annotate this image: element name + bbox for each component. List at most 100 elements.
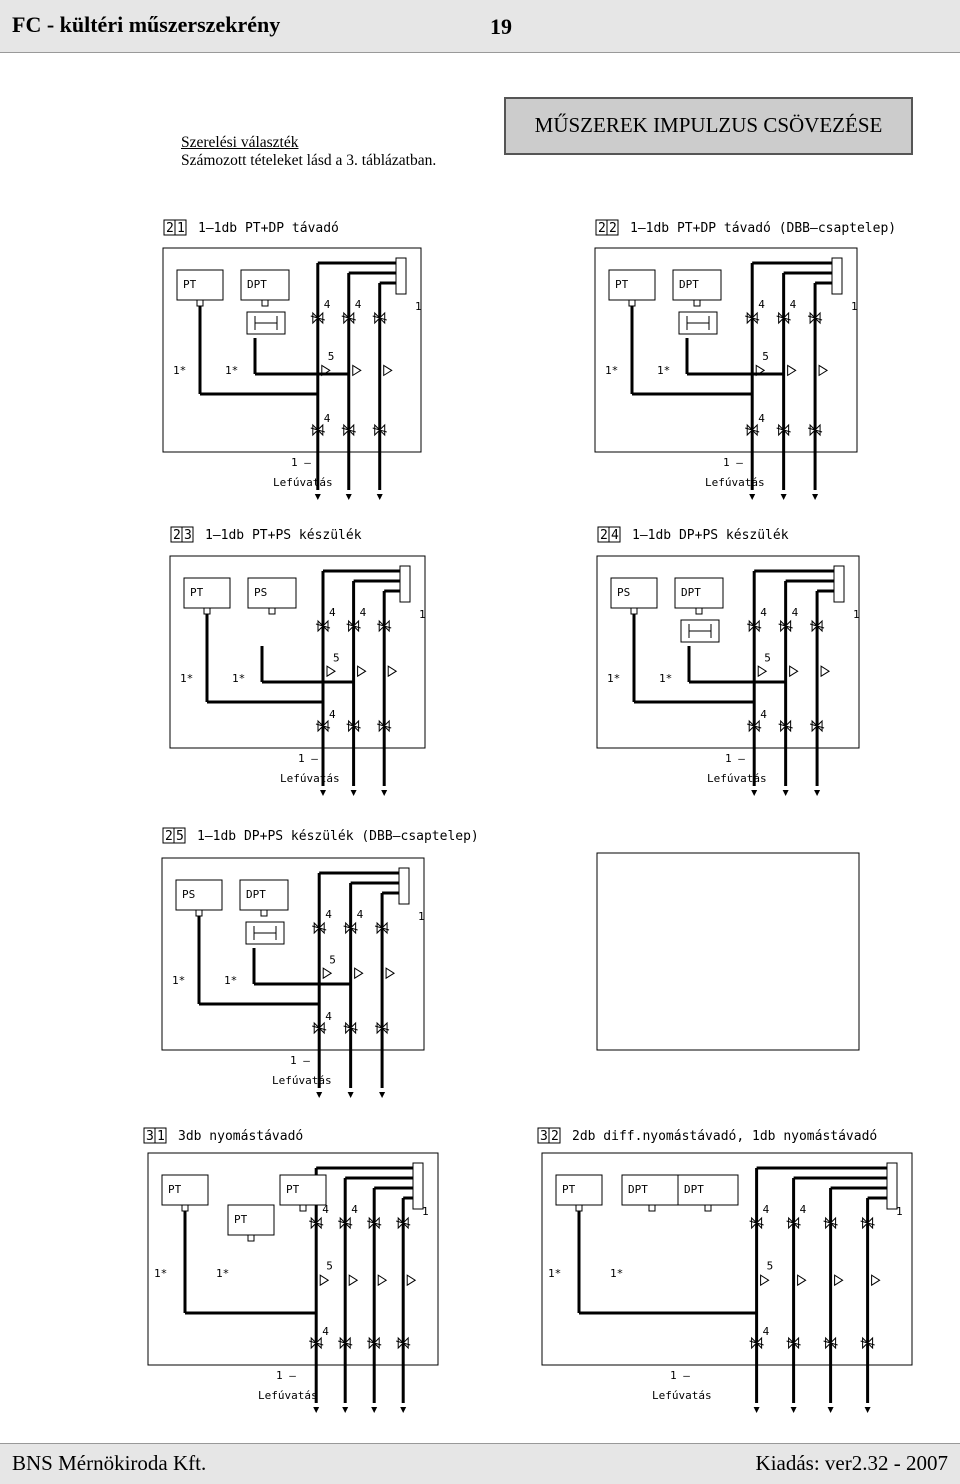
- check-valve: [757, 665, 768, 678]
- item-label: 1*: [659, 672, 672, 685]
- blowdown-label: Lefúvatás: [273, 476, 333, 489]
- main-title: MŰSZEREK IMPULZUS CSÖVEZÉSE: [534, 113, 883, 137]
- instrument-port: [648, 1204, 656, 1212]
- section-number-box: [608, 526, 621, 543]
- check-valve: [787, 364, 797, 377]
- instrument: DPT: [240, 269, 290, 307]
- instrument-tag: PT: [286, 1183, 300, 1196]
- item-label: 4: [325, 908, 332, 921]
- instrument-box: [677, 1174, 739, 1206]
- drain-arrow: [827, 1407, 834, 1413]
- valve-stem: [309, 1220, 324, 1226]
- drain-arrow: [313, 1407, 320, 1413]
- instrument-box: [674, 577, 724, 609]
- item-label: 4: [322, 1325, 329, 1338]
- page-footer: BNS Mérnökiroda Kft. Kiadás: ver2.32 - 2…: [0, 1443, 960, 1484]
- section-title: 1–1db PT+PS készülék: [205, 528, 362, 543]
- item-label: 4: [355, 298, 362, 311]
- instrument-port: [247, 1234, 255, 1242]
- valve-symbol: [309, 1336, 324, 1350]
- instrument-tag: PS: [617, 586, 630, 599]
- valve-stem: [377, 723, 392, 729]
- item-label: 4: [360, 606, 367, 619]
- valve-stem: [346, 723, 361, 729]
- item-label: 5: [328, 350, 335, 363]
- instrument-box: [555, 1174, 603, 1206]
- valve-stem: [749, 1340, 764, 1346]
- instrument-box: [279, 1174, 327, 1206]
- cabinet-frame: [169, 555, 426, 749]
- section-number: 2: [165, 829, 173, 844]
- valve-stem: [396, 1220, 411, 1226]
- valve-symbol: [823, 1216, 838, 1230]
- section-title: 2db diff.nyomástávadó, 1db nyomástávadó: [572, 1129, 877, 1144]
- cabinet-frame: [594, 247, 858, 453]
- valve-stem: [745, 427, 760, 433]
- valve-stem: [809, 723, 825, 729]
- item-label: 4: [351, 1203, 358, 1216]
- valve-symbol: [745, 311, 760, 325]
- valve-stem: [745, 315, 760, 321]
- valve-symbol: [807, 311, 823, 325]
- drain-arrow: [381, 790, 388, 796]
- valve-symbol: [860, 1216, 875, 1230]
- check-valve: [383, 364, 393, 377]
- valve-stem: [809, 623, 825, 629]
- intro-line-2: Számozott tételeket lásd a 3. táblázatba…: [181, 152, 437, 169]
- intro-text: Szerelési választék Számozott tételeket …: [181, 134, 436, 170]
- valve-stem: [338, 1220, 353, 1226]
- item-label: 1: [415, 300, 422, 313]
- cabinet-frame: [541, 1152, 913, 1366]
- cabinet-frame: [161, 857, 425, 1051]
- cabinet-frame: [162, 247, 422, 453]
- instrument-tag: DPT: [247, 278, 267, 291]
- section-number: 2: [173, 528, 181, 543]
- valve-stem: [343, 1025, 358, 1031]
- valve-symbol: [786, 1216, 801, 1230]
- valve-symbol: [396, 1336, 411, 1350]
- valve-stem: [367, 1340, 382, 1346]
- check-valve: [385, 967, 396, 980]
- section-number-box: [548, 1127, 561, 1144]
- item-label: 5: [762, 350, 769, 363]
- drain-arrow: [342, 1407, 349, 1413]
- valve-symbol: [367, 1336, 382, 1350]
- section-number: 2: [166, 221, 174, 236]
- valve-stem: [786, 1220, 801, 1226]
- valve-symbol: [367, 1216, 382, 1230]
- valve-stem: [776, 315, 791, 321]
- valve-symbol: [374, 921, 390, 935]
- instrument: PT: [608, 269, 656, 307]
- item-label: 5: [326, 1260, 333, 1273]
- item-label: 4: [763, 1325, 770, 1338]
- instrument-port: [630, 607, 638, 615]
- instrument-tag: PS: [254, 586, 267, 599]
- valve-stem: [377, 623, 392, 629]
- blowdown-label: Lefúvatás: [705, 476, 765, 489]
- drain-arrow: [376, 494, 383, 500]
- check-valve: [348, 1274, 359, 1287]
- item-label: 1*: [605, 364, 618, 377]
- valve-symbol: [809, 719, 825, 733]
- valve-stem: [372, 315, 387, 321]
- instrument-box: [672, 269, 722, 301]
- section-title: 1–1db DP+PS készülék (DBB–csaptelep): [197, 829, 479, 844]
- valve-symbol: [749, 1336, 764, 1350]
- valve-stem: [776, 427, 791, 433]
- check-valve: [834, 1274, 844, 1287]
- valve-stem: [860, 1220, 875, 1226]
- valve-stem: [341, 427, 356, 433]
- item-label: 1 —: [290, 1054, 310, 1067]
- check-valve: [352, 364, 362, 377]
- instrument-box: [176, 269, 224, 301]
- instrument-port: [260, 909, 268, 917]
- section-number: 4: [611, 528, 619, 543]
- item-label: 4: [329, 708, 336, 721]
- valve-symbol: [343, 1021, 358, 1035]
- instrument: DPT: [239, 879, 289, 917]
- check-valve: [871, 1274, 881, 1287]
